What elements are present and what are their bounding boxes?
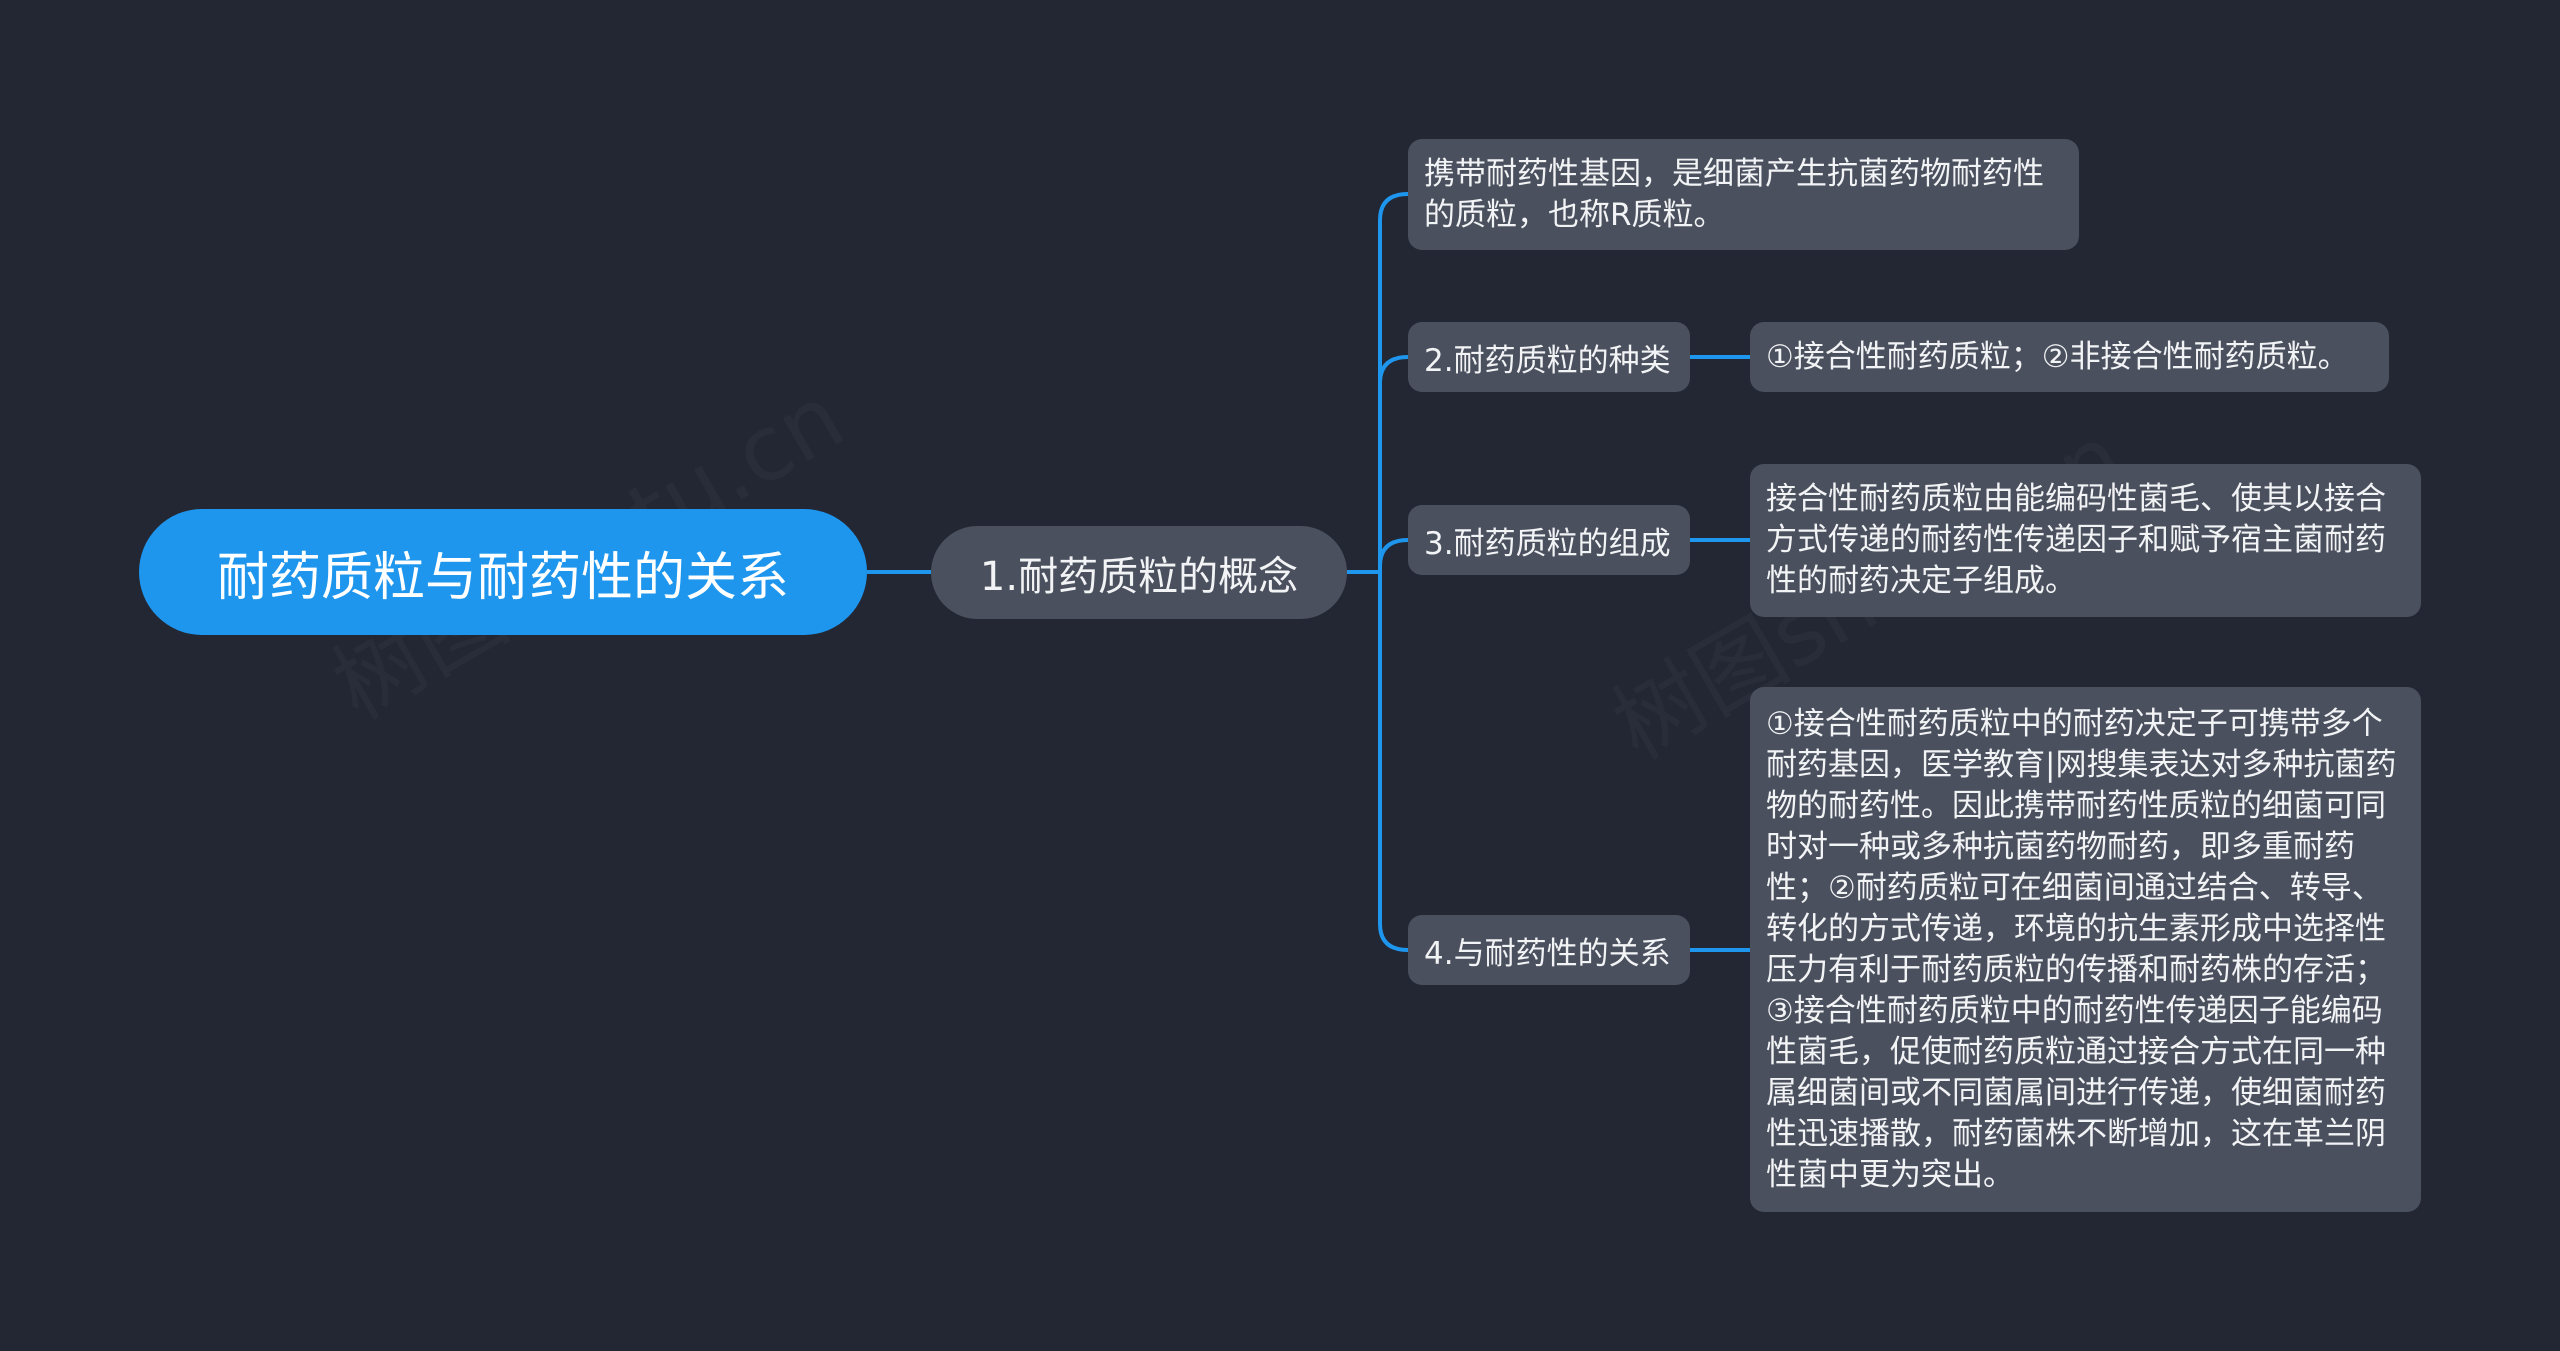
branch-node-relationship[interactable]: 4.与耐药性的关系 <box>1408 915 1690 985</box>
detail-text: ①接合性耐药质粒中的耐药决定子可携带多个耐药基因，医学教育|网搜集表达对多种抗菌… <box>1766 705 2397 1193</box>
connector-branch-3 <box>1378 538 1409 572</box>
level1-label: 1.耐药质粒的概念 <box>979 553 1299 600</box>
detail-node-relationship[interactable]: ①接合性耐药质粒中的耐药决定子可携带多个耐药基因，医学教育|网搜集表达对多种抗菌… <box>1750 687 2421 1212</box>
branch-label: 3.耐药质粒的组成 <box>1424 525 1671 562</box>
root-node[interactable]: 耐药质粒与耐药性的关系 <box>139 509 867 635</box>
detail-node-composition[interactable]: 接合性耐药质粒由能编码性菌毛、使其以接合方式传递的耐药性传递因子和赋予宿主菌耐药… <box>1750 464 2421 617</box>
branch-label: 2.耐药质粒的种类 <box>1424 342 1671 379</box>
connector-definition <box>1378 192 1409 572</box>
connector-branch-4 <box>1378 572 1409 952</box>
connector-branch-2 <box>1378 355 1409 572</box>
level1-node[interactable]: 1.耐药质粒的概念 <box>931 526 1347 619</box>
detail-text: ①接合性耐药质粒；②非接合性耐药质粒。 <box>1766 338 2349 375</box>
detail-node-types[interactable]: ①接合性耐药质粒；②非接合性耐药质粒。 <box>1750 322 2389 392</box>
branch-node-types[interactable]: 2.耐药质粒的种类 <box>1408 322 1690 392</box>
root-label: 耐药质粒与耐药性的关系 <box>216 547 789 608</box>
definition-node[interactable]: 携带耐药性基因，是细菌产生抗菌药物耐药性的质粒，也称R质粒。 <box>1408 139 2079 250</box>
detail-text: 接合性耐药质粒由能编码性菌毛、使其以接合方式传递的耐药性传递因子和赋予宿主菌耐药… <box>1766 481 2386 599</box>
branch-label: 4.与耐药性的关系 <box>1424 935 1671 972</box>
definition-text: 携带耐药性基因，是细菌产生抗菌药物耐药性的质粒，也称R质粒。 <box>1424 155 2044 233</box>
branch-node-composition[interactable]: 3.耐药质粒的组成 <box>1408 505 1690 575</box>
